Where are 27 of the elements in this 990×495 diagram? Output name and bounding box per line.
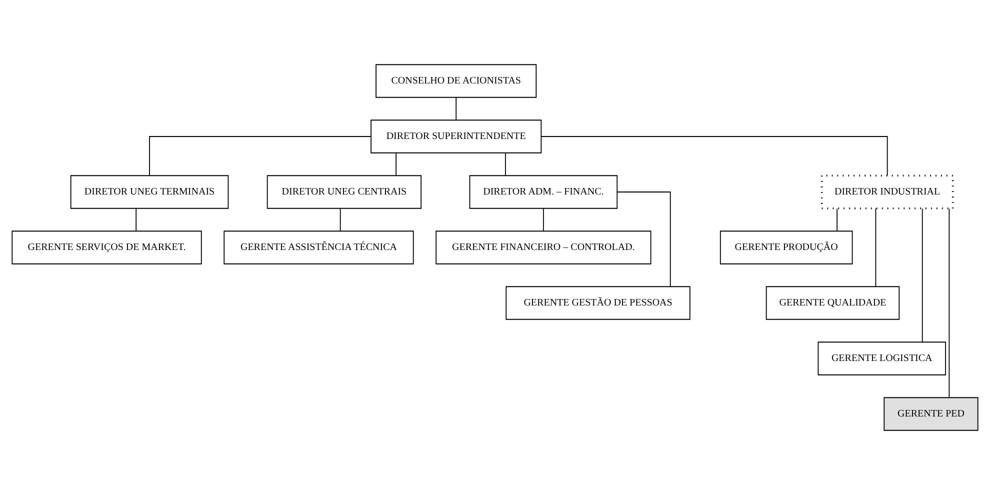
node-box: DIRETOR ADM. – FINANC. — [469, 175, 618, 209]
connector — [543, 208, 544, 232]
node-box: DIRETOR UNEG TERMINAIS — [70, 175, 229, 209]
connector — [396, 152, 397, 176]
connector — [875, 208, 876, 287]
node-box: DIRETOR UNEG CENTRAIS — [266, 175, 422, 209]
node-box: CONSELHO DE ACIONISTAS — [376, 64, 537, 98]
node-box: GERENTE SERVIÇOS DE MARKET. — [12, 230, 202, 264]
connector — [456, 97, 457, 120]
connector — [136, 208, 137, 232]
node-box: GERENTE QUALIDADE — [766, 286, 900, 320]
node-box: GERENTE FINANCEIRO – CONTROLAD. — [436, 230, 652, 264]
node-box: DIRETOR INDUSTRIAL — [820, 174, 954, 210]
connector — [616, 192, 671, 288]
node-box: GERENTE PRODUÇÃO — [720, 230, 853, 264]
connector — [540, 136, 888, 176]
node-box: GERENTE LOGISTICA — [818, 342, 946, 376]
connector — [836, 208, 838, 232]
connector — [340, 208, 341, 232]
node-box: GERENTE ASSISTÊNCIA TÉCNICA — [224, 230, 414, 264]
connector — [149, 136, 372, 176]
connector — [948, 208, 950, 398]
connector — [922, 208, 923, 342]
node-box: DIRETOR SUPERINTENDENTE — [370, 120, 542, 154]
node-box: GERENTE GESTÃO DE PESSOAS — [506, 286, 690, 320]
connector — [505, 152, 506, 176]
node-box: GERENTE PED — [884, 397, 978, 431]
